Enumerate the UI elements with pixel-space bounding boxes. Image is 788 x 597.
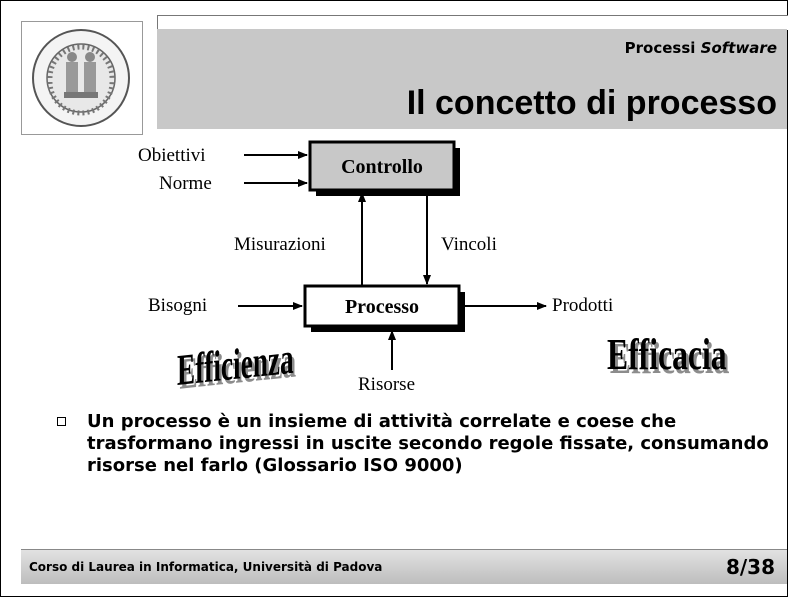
bisogni-label: Bisogni bbox=[148, 295, 207, 316]
svg-text:Efficacia: Efficacia bbox=[610, 335, 730, 383]
slide-title: Il concetto di processo bbox=[406, 84, 777, 122]
controllo-label: Controllo bbox=[341, 156, 423, 178]
footer-bar: Corso di Laurea in Informatica, Universi… bbox=[21, 549, 787, 584]
process-diagram: Controllo Processo Obiettivi Norme Misur… bbox=[138, 140, 729, 398]
obiettivi-label: Obiettivi bbox=[138, 145, 206, 166]
course-subject: Processi Software bbox=[624, 39, 777, 57]
svg-text:Efficienza: Efficienza bbox=[179, 337, 296, 398]
risorse-label: Risorse bbox=[358, 374, 415, 395]
university-seal-icon bbox=[32, 29, 130, 127]
logo-frame bbox=[21, 21, 143, 135]
controllo-box bbox=[308, 140, 456, 192]
efficacia-wordart: Efficacia Efficacia bbox=[607, 331, 729, 383]
square-bullet-icon bbox=[57, 417, 66, 426]
vincoli-label: Vincoli bbox=[441, 234, 497, 255]
header-band bbox=[157, 29, 787, 129]
prodotti-label: Prodotti bbox=[552, 295, 613, 316]
svg-text:Efficacia: Efficacia bbox=[607, 331, 727, 379]
norme-label: Norme bbox=[159, 173, 212, 194]
svg-text:Efficienza: Efficienza bbox=[177, 333, 294, 394]
page-number: 8/38 bbox=[725, 555, 775, 579]
bullet-text: Un processo è un insieme di attività cor… bbox=[87, 411, 769, 476]
misurazioni-label: Misurazioni bbox=[234, 234, 326, 255]
header-accent-line bbox=[157, 15, 788, 30]
processo-box bbox=[303, 284, 461, 328]
processo-label: Processo bbox=[345, 296, 419, 318]
efficienza-wordart: Efficienza Efficienza bbox=[177, 333, 296, 398]
footer-course: Corso di Laurea in Informatica, Universi… bbox=[29, 560, 383, 574]
